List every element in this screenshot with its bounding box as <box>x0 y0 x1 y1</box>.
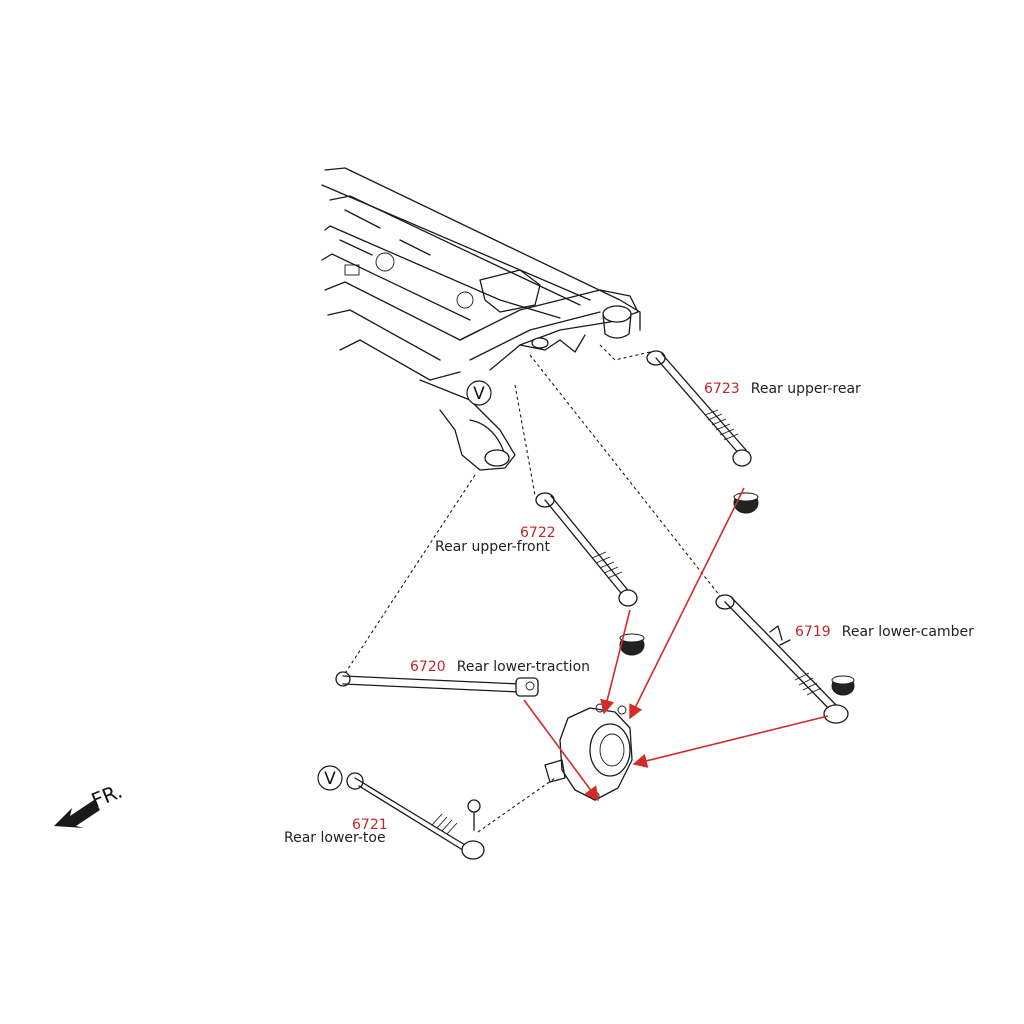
label-6719: 6719 Rear lower-camber <box>795 621 974 640</box>
rear-subframe <box>321 167 641 471</box>
arm-6721-rear-lower-toe <box>346 772 485 860</box>
label-6720: 6720 Rear lower-traction <box>410 656 590 675</box>
arm-6719-rear-lower-camber <box>715 594 855 724</box>
arm-6723-rear-upper-rear <box>646 350 759 514</box>
part-number: 6719 <box>795 624 831 640</box>
arrow-6720 <box>523 699 599 802</box>
svg-text:6719 Rear lower-camber: 6719 Rear lower-camber <box>795 621 974 640</box>
circled-v-icon: V <box>466 380 492 406</box>
assembly-dashed-lines <box>341 344 721 833</box>
label-6723: 6723 Rear upper-rear <box>704 378 861 397</box>
arm-6720-rear-lower-traction <box>335 671 539 697</box>
circled-v-icon: V <box>317 765 343 791</box>
v-mark-upper: V <box>473 384 485 404</box>
arrow-6722 <box>600 609 631 715</box>
part-name: Rear upper-rear <box>751 381 861 397</box>
part-number: 6723 <box>704 381 740 397</box>
front-direction-arrow-icon: FR. <box>54 779 126 828</box>
arrow-6719 <box>632 715 829 768</box>
v-mark-lower: V <box>324 769 336 789</box>
part-name: Rear upper-front <box>435 539 550 555</box>
svg-text:6720 Rear lower-traction: 6720 Rear lower-traction <box>410 656 590 675</box>
callout-arrows <box>523 487 829 802</box>
rear-knuckle <box>544 703 633 801</box>
part-name: Rear lower-toe <box>284 830 386 846</box>
label-6722: 6722 Rear upper-front <box>435 525 556 555</box>
part-number: 6721 <box>352 817 388 833</box>
svg-text:6723 Rear upper-rear: 6723 Rear upper-rear <box>704 378 861 397</box>
arm-6722-rear-upper-front <box>535 492 645 656</box>
part-number: 6722 <box>520 525 556 541</box>
label-6721: 6721 Rear lower-toe <box>284 817 388 846</box>
part-name: Rear lower-traction <box>457 659 590 675</box>
arrow-6723 <box>629 487 745 720</box>
part-name: Rear lower-camber <box>842 624 974 640</box>
part-number: 6720 <box>410 659 446 675</box>
